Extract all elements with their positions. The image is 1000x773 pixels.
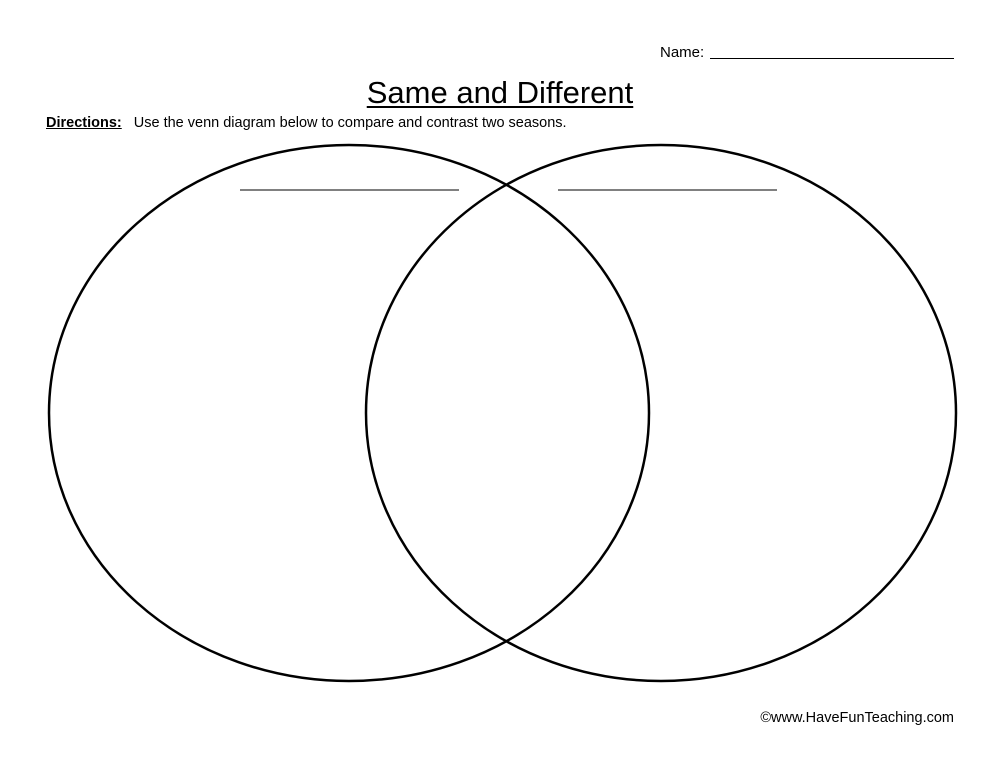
venn-left-circle — [47, 143, 651, 683]
name-field-row: Name: — [660, 44, 955, 61]
directions-label: Directions: — [46, 115, 122, 131]
venn-right-circle — [364, 143, 958, 683]
page-title: Same and Different — [366, 75, 634, 110]
directions: Directions: Use the venn diagram below to… — [46, 115, 567, 131]
name-label: Name: — [660, 44, 705, 61]
directions-text: Use the venn diagram below to compare an… — [133, 115, 567, 131]
name-blank-line[interactable] — [710, 58, 955, 59]
copyright-footer: ©www.HaveFunTeaching.com — [760, 710, 954, 726]
